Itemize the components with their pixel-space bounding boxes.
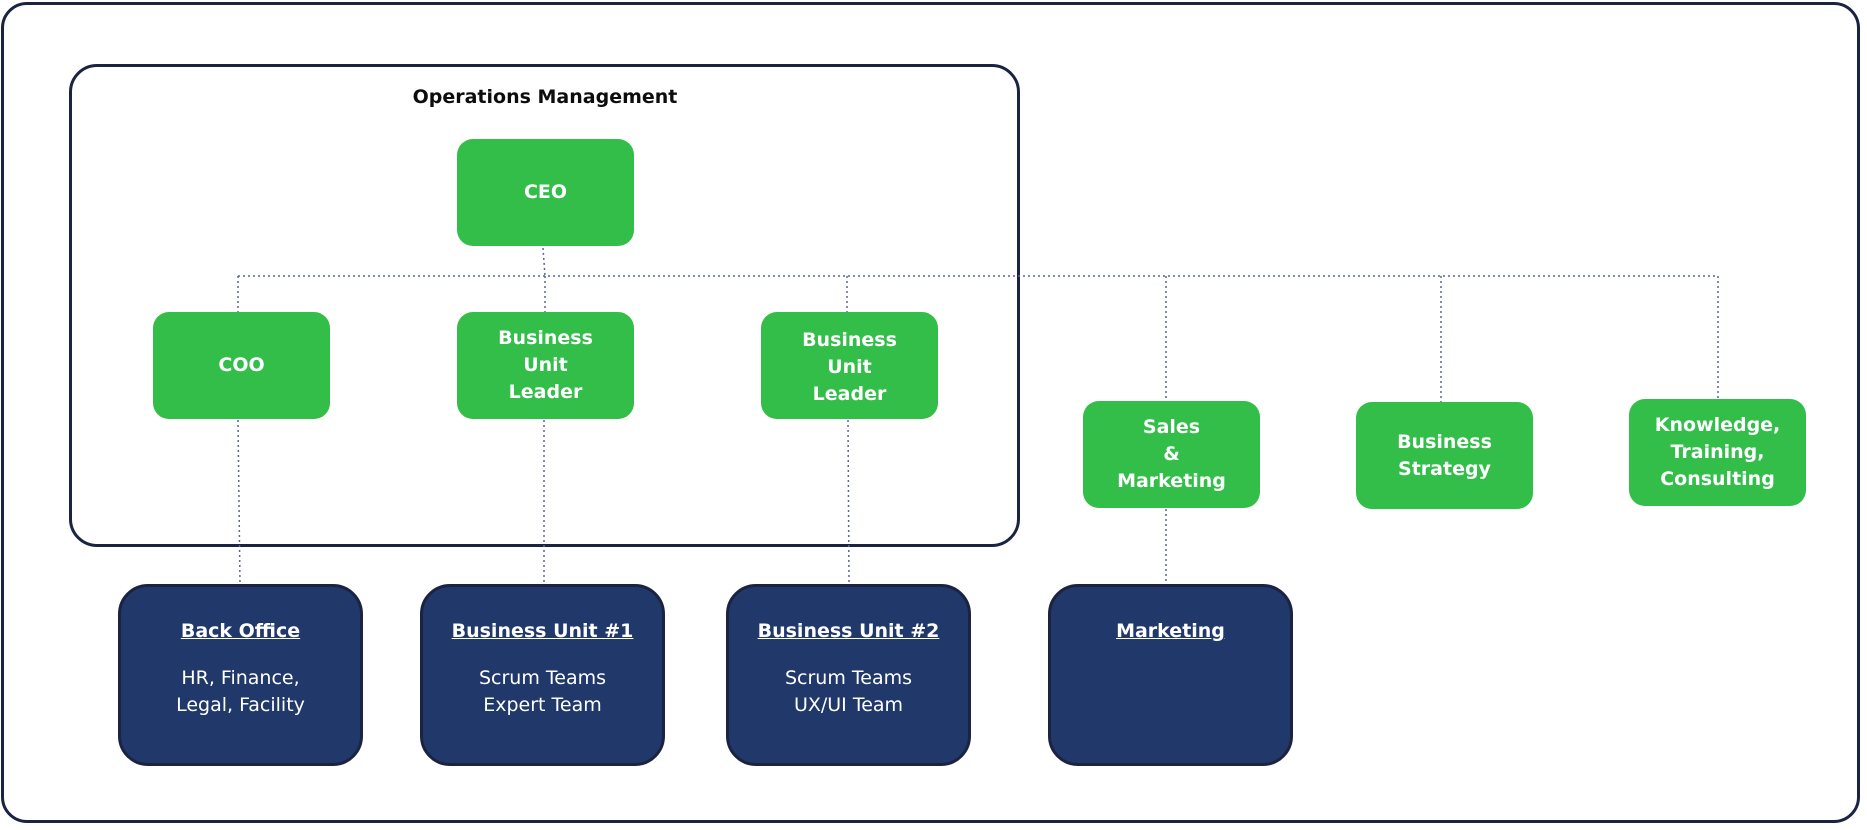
- ceo-node: CEO: [457, 139, 634, 246]
- connector-coo-back-office: [237, 419, 241, 585]
- marketing-unit: Marketing: [1048, 584, 1293, 766]
- business-strategy-node: Business Strategy: [1356, 402, 1533, 509]
- operations-management-title: Operations Management: [412, 86, 678, 108]
- knowledge-training-consulting-node: Knowledge, Training, Consulting: [1629, 399, 1806, 506]
- business-unit-2: Business Unit #2 Scrum Teams UX/UI Team: [726, 584, 971, 766]
- back-office-unit: Back Office HR, Finance, Legal, Facility: [118, 584, 363, 766]
- sales-marketing-node: Sales & Marketing: [1083, 401, 1260, 508]
- connector-ceo-down: [542, 247, 546, 277]
- connector-bul2-bu2: [847, 419, 850, 585]
- business-unit-leader-node-2: Business Unit Leader: [761, 312, 938, 419]
- business-unit-leader-node-1: Business Unit Leader: [457, 312, 634, 419]
- business-unit-1: Business Unit #1 Scrum Teams Expert Team: [420, 584, 665, 766]
- coo-node: COO: [153, 312, 330, 419]
